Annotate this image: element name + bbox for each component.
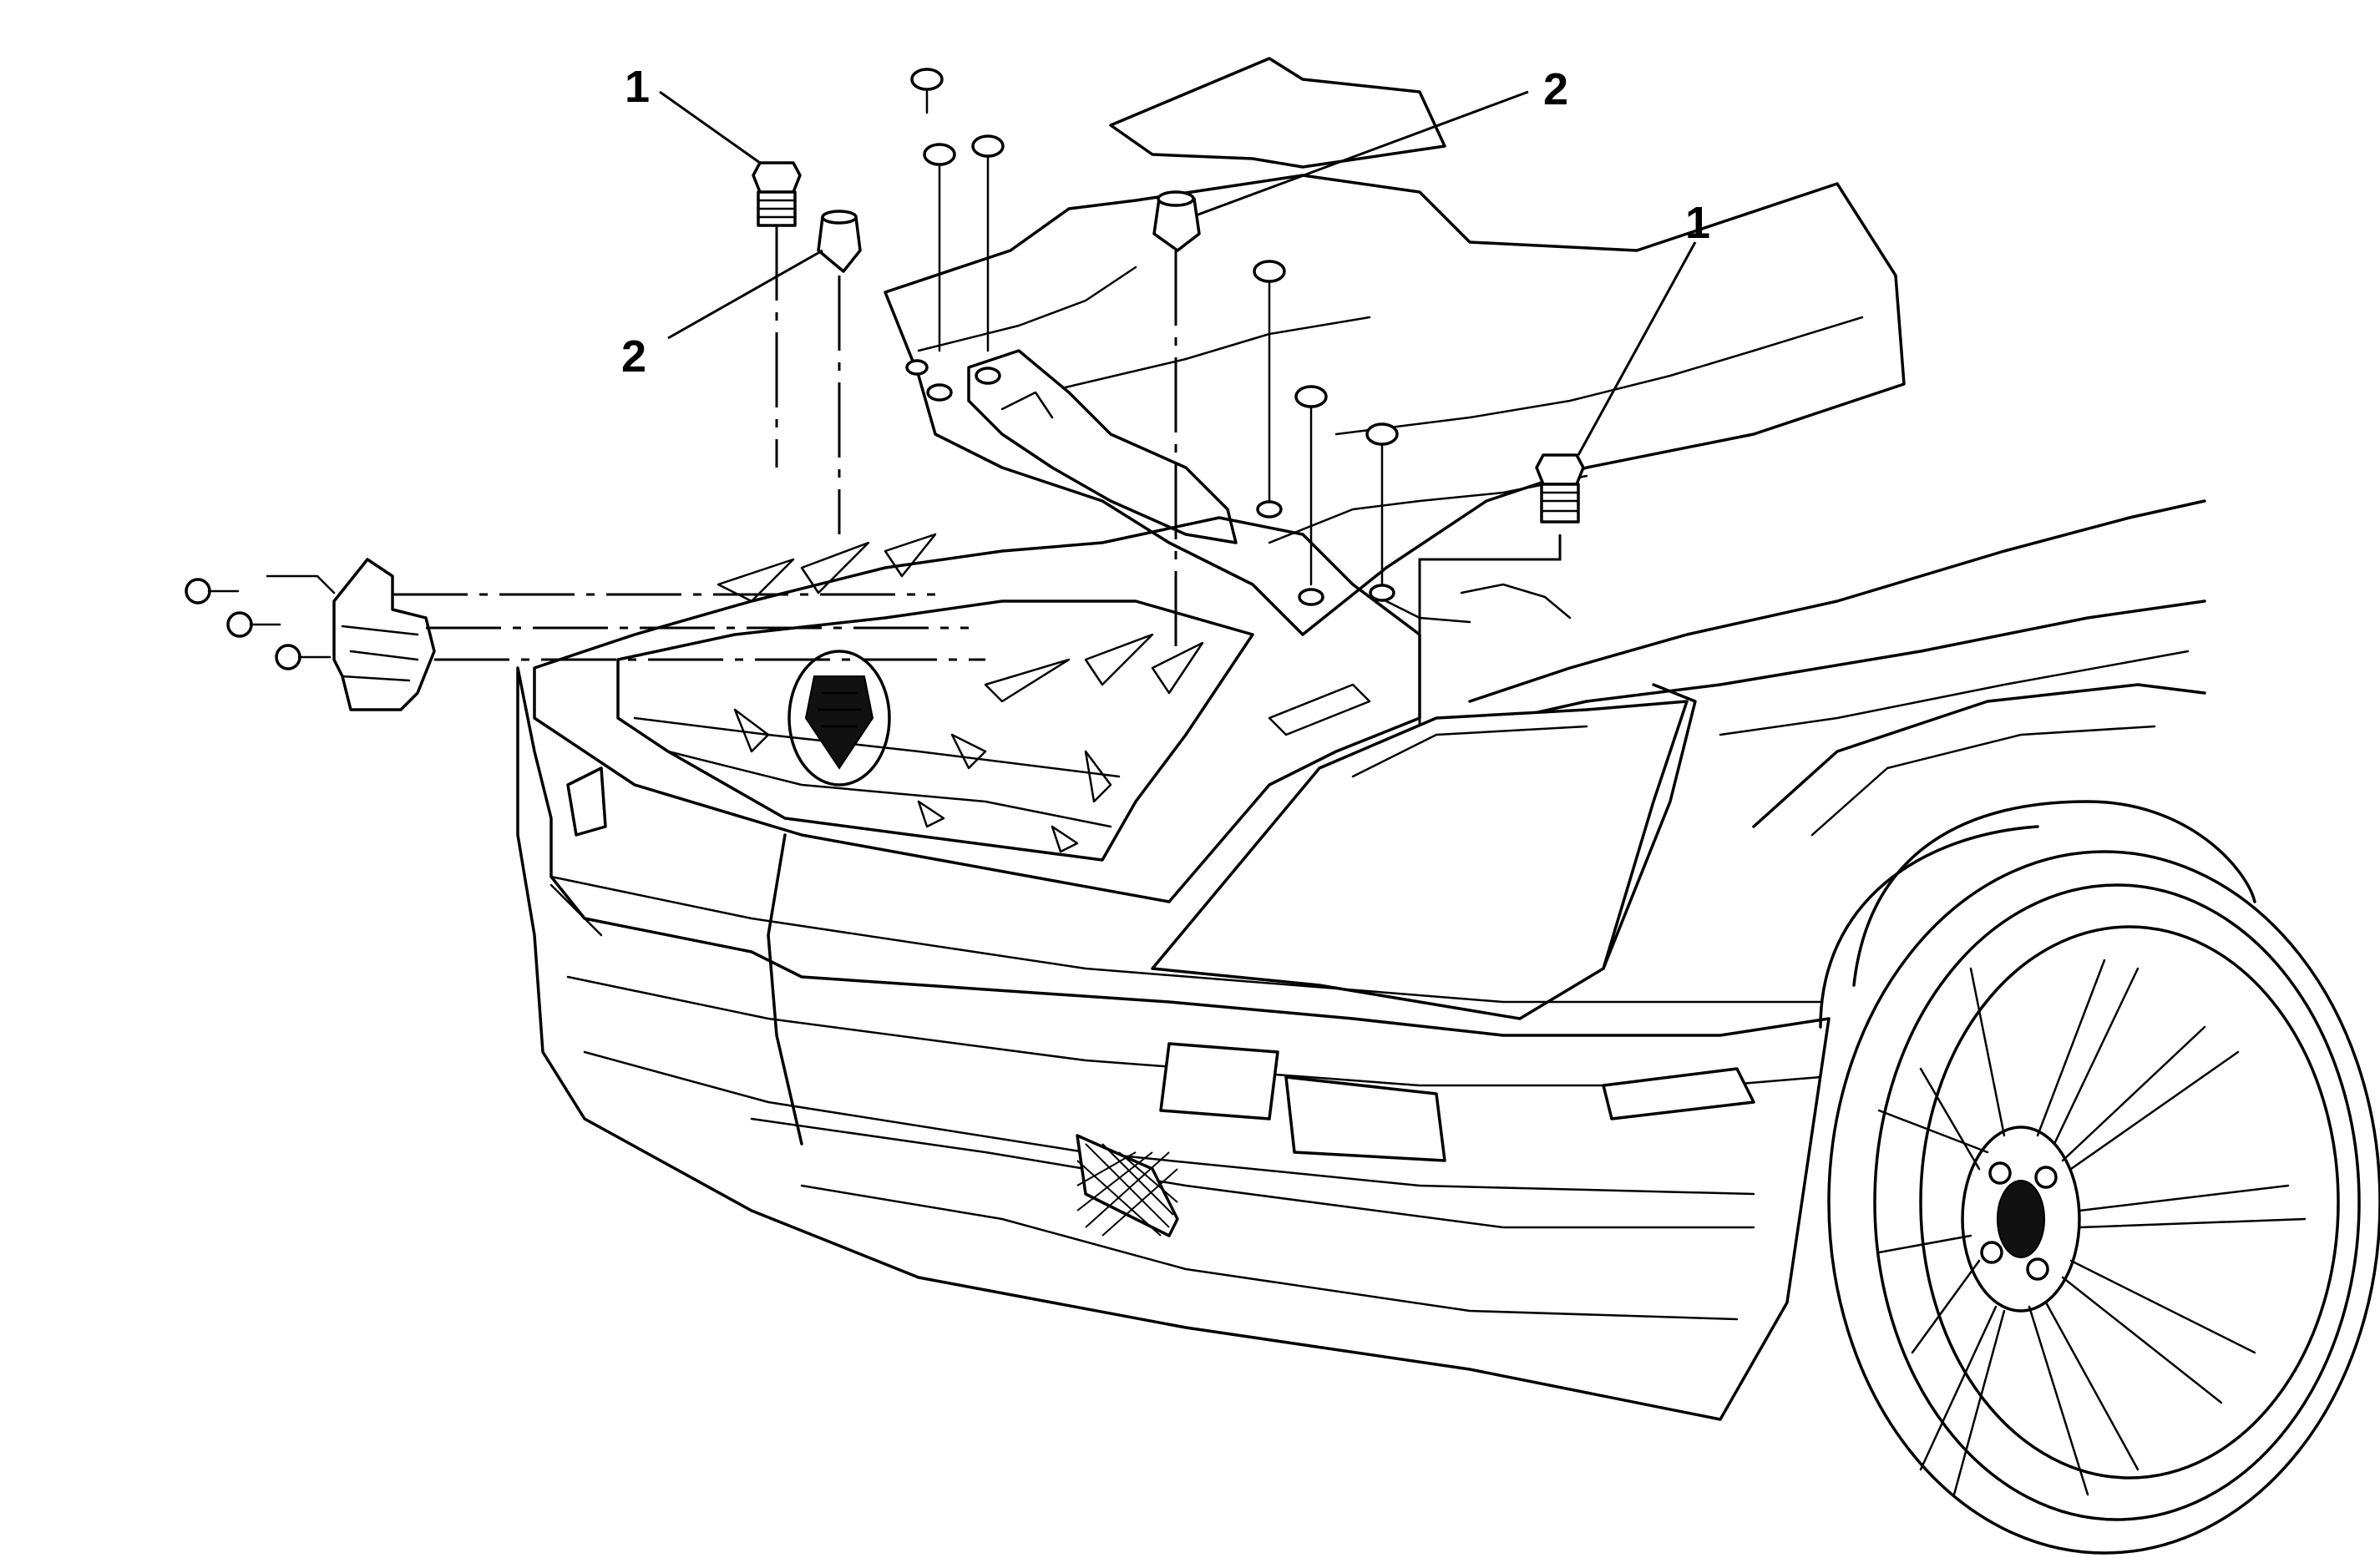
latch-bolt xyxy=(226,611,281,638)
grille-assembly xyxy=(533,516,1421,903)
callout-leaders xyxy=(659,90,1697,456)
front-bumper-fascia xyxy=(516,666,1831,1421)
radiator-support-cover xyxy=(884,57,1906,636)
hood-stop-center xyxy=(1152,190,1201,252)
headlamp xyxy=(1151,700,1689,1020)
hood-and-fender xyxy=(1435,499,2256,1029)
hood-bumper-right xyxy=(1535,453,1585,524)
hood-bumper-left xyxy=(752,161,802,227)
callout-1-right: 1 xyxy=(1685,198,1710,248)
callout-2-left: 2 xyxy=(621,331,646,382)
cadillac-emblem xyxy=(787,650,891,787)
hood-latch xyxy=(185,558,436,711)
callout-2-right: 2 xyxy=(1543,64,1568,114)
latch-bolt xyxy=(185,578,240,604)
callout-1-left: 1 xyxy=(625,62,650,112)
hood-stop-left xyxy=(817,210,862,273)
alignment-lines xyxy=(392,225,1562,726)
front-wheel xyxy=(1827,850,2380,1555)
latch-bolt xyxy=(275,644,332,670)
push-pin-retainers xyxy=(905,68,1399,606)
